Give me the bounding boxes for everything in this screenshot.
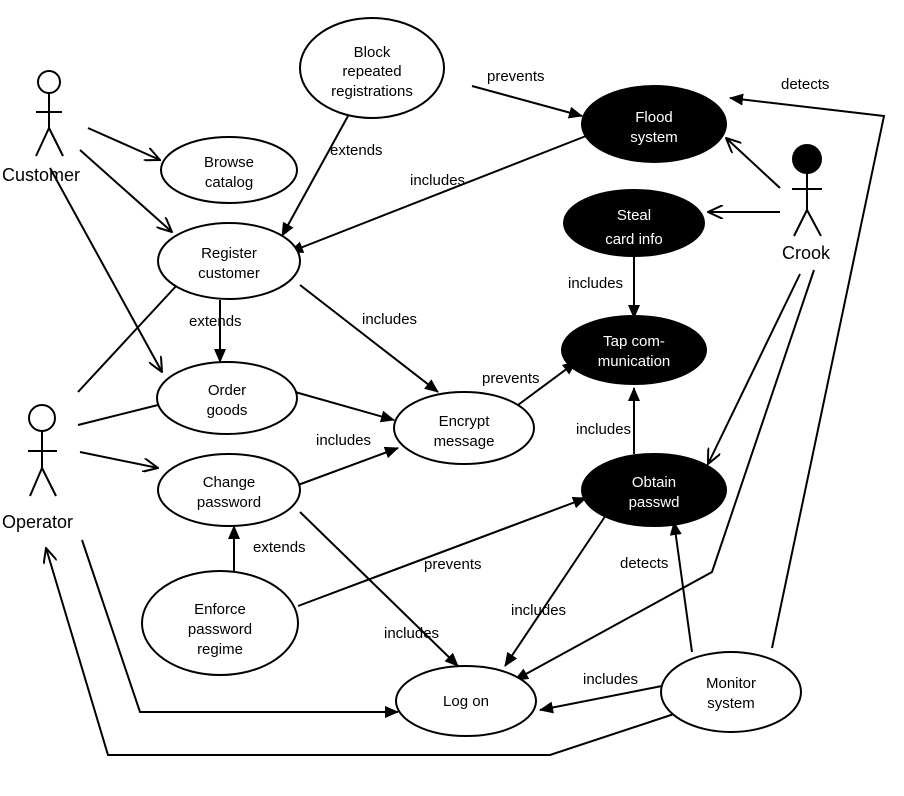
misuse-case-steal-card-info[interactable]: Steal card info — [563, 189, 705, 257]
svg-text:system: system — [707, 695, 755, 712]
label-extends-enforce: extends — [253, 539, 306, 556]
svg-text:Tap com-: Tap com- — [603, 333, 665, 350]
edge-change-encrypt — [297, 446, 399, 486]
edge-labels: prevents detects extends includes extend… — [189, 68, 829, 688]
edge-block-register — [281, 115, 349, 237]
svg-text:message: message — [434, 433, 495, 450]
svg-text:Order: Order — [208, 382, 246, 399]
connectors — [46, 85, 886, 756]
use-case-change-password[interactable]: Change password — [157, 453, 301, 527]
svg-text:passwd: passwd — [629, 494, 680, 511]
label-prevents-obtain: prevents — [424, 556, 482, 573]
misuse-case-tap-communication[interactable]: Tap com- munication — [561, 315, 707, 385]
svg-text:Enforce: Enforce — [194, 601, 246, 618]
edge-monitor-flood — [729, 93, 886, 649]
label-detects-obtain: detects — [620, 555, 668, 572]
actor-crook-name: Crook — [782, 243, 831, 263]
edge-crook-flood — [726, 138, 781, 189]
use-case-enforce-password-regime[interactable]: Enforce password regime — [141, 570, 299, 676]
edge-obtain-logon — [504, 511, 609, 667]
label-detects-flood: detects — [781, 76, 829, 93]
edge-monitor-logon — [539, 685, 663, 714]
edge-customer-register — [79, 149, 172, 232]
use-case-browse-catalog[interactable]: Browse catalog — [160, 136, 298, 204]
edge-change-logon — [299, 511, 459, 667]
edge-order-encrypt — [294, 391, 395, 423]
label-extends-block: extends — [330, 142, 383, 159]
svg-text:password: password — [197, 494, 261, 511]
stick-figure-icon — [28, 404, 57, 497]
svg-text:Block: Block — [354, 44, 391, 61]
label-prevents-flood: prevents — [487, 68, 545, 85]
edge-crook-logon — [514, 269, 815, 681]
actor-operator[interactable]: Operator — [2, 404, 73, 532]
actor-customer[interactable]: Customer — [2, 70, 80, 185]
svg-text:password: password — [188, 621, 252, 638]
use-case-encrypt-message[interactable]: Encrypt message — [393, 391, 535, 465]
svg-text:Encrypt: Encrypt — [439, 413, 491, 430]
label-includes-encrypt-change: includes — [316, 432, 371, 449]
edge-crook-obtain — [708, 273, 801, 464]
svg-text:system: system — [630, 129, 678, 146]
svg-text:card info: card info — [605, 231, 663, 248]
svg-text:catalog: catalog — [205, 174, 253, 191]
label-includes-monitor-logon: includes — [583, 671, 638, 688]
svg-text:Change: Change — [203, 474, 256, 491]
actor-customer-name: Customer — [2, 165, 80, 185]
svg-text:munication: munication — [598, 353, 671, 370]
misuse-case-obtain-passwd[interactable]: Obtain passwd — [581, 453, 727, 527]
edge-register-encrypt — [299, 284, 439, 393]
label-includes-flood: includes — [410, 172, 465, 189]
edge-operator-order — [77, 404, 159, 426]
use-case-register-customer[interactable]: Register customer — [157, 222, 301, 300]
use-case-log-on[interactable]: Log on — [395, 665, 537, 737]
edge-monitor-obtain — [669, 521, 693, 653]
edge-enforce-obtain — [297, 496, 587, 607]
misuse-case-flood-system[interactable]: Flood system — [581, 85, 727, 163]
svg-text:registrations: registrations — [331, 83, 413, 100]
use-case-order-goods[interactable]: Order goods — [156, 361, 298, 435]
use-case-monitor-system[interactable]: Monitor system — [660, 651, 802, 733]
edge-block-flood — [471, 85, 583, 119]
edge-encrypt-tap — [517, 361, 577, 406]
label-includes-change-logon: includes — [384, 625, 439, 642]
actor-crook[interactable]: Crook — [782, 144, 831, 263]
svg-text:regime: regime — [197, 641, 243, 658]
svg-text:Steal: Steal — [617, 207, 651, 224]
stick-figure-black-icon — [792, 144, 822, 237]
label-includes-obtain-logon: includes — [511, 602, 566, 619]
svg-text:Log on: Log on — [443, 693, 489, 710]
svg-text:customer: customer — [198, 265, 260, 282]
svg-text:Monitor: Monitor — [706, 675, 756, 692]
edge-monitor-operator — [46, 548, 681, 756]
svg-text:Browse: Browse — [204, 154, 254, 171]
use-case-block-registrations[interactable]: Block repeated registrations — [299, 17, 445, 119]
label-prevents-tap: prevents — [482, 370, 540, 387]
label-includes-steal-tap: includes — [568, 275, 623, 292]
actor-operator-name: Operator — [2, 512, 73, 532]
svg-text:Flood: Flood — [635, 109, 673, 126]
edge-operator-logon — [81, 539, 399, 718]
label-extends-order: extends — [189, 313, 242, 330]
label-includes-encrypt-register: includes — [362, 311, 417, 328]
svg-text:repeated: repeated — [342, 63, 401, 80]
stick-figure-icon — [35, 70, 64, 157]
label-includes-obtain-tap: includes — [576, 421, 631, 438]
svg-text:Register: Register — [201, 245, 257, 262]
svg-text:goods: goods — [207, 402, 248, 419]
edge-customer-browse — [87, 127, 160, 160]
edge-flood-register — [289, 135, 587, 253]
svg-text:Obtain: Obtain — [632, 474, 676, 491]
edge-operator-change — [79, 451, 158, 468]
edge-customer-order — [49, 167, 162, 372]
edge-operator-register — [77, 283, 179, 393]
